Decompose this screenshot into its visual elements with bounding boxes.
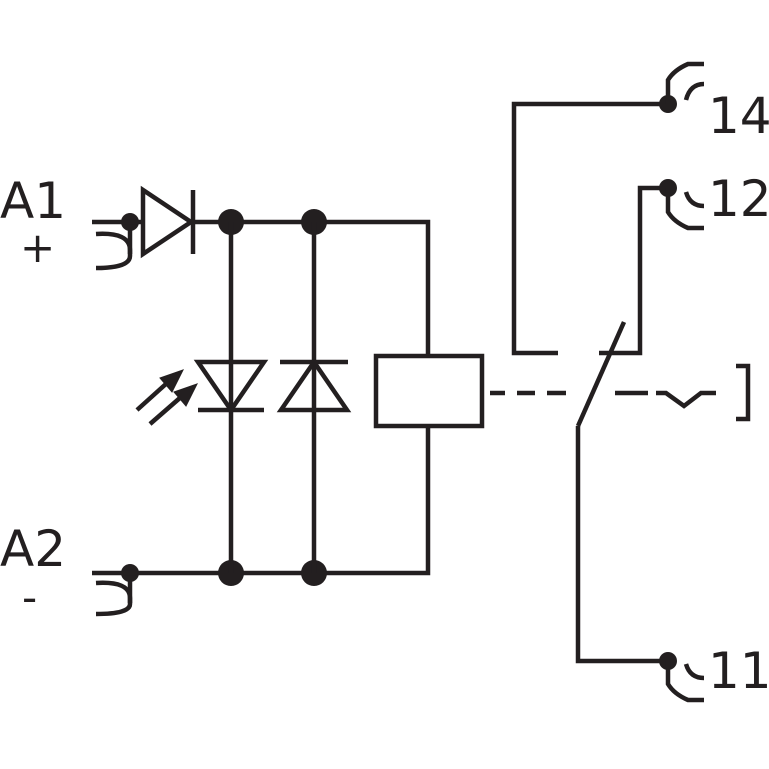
bottom-rail-wire <box>92 426 431 576</box>
terminal-14-clamp-icon <box>665 61 704 104</box>
terminal-a1: A1 + <box>0 172 139 272</box>
terminal-14: 14 <box>511 61 769 356</box>
terminal-a2: A2 - <box>0 520 139 622</box>
led-icon <box>135 359 269 426</box>
terminal-a1-polarity: + <box>20 223 55 272</box>
terminal-a2-label: A2 <box>0 520 66 578</box>
terminal-12-wire <box>599 185 668 356</box>
terminal-14-wire <box>511 101 668 356</box>
terminal-a2-polarity: - <box>22 573 37 622</box>
terminal-14-label: 14 <box>708 87 769 145</box>
terminal-a2-clamp-icon <box>95 580 133 617</box>
terminal-11: 11 <box>575 426 769 703</box>
terminal-11-clamp-icon <box>665 661 704 703</box>
terminal-11-wire <box>575 426 668 664</box>
mechanical-linkage <box>490 363 751 422</box>
relay-coil-box <box>373 353 485 429</box>
terminal-12-clamp-icon <box>665 188 704 231</box>
terminal-12: 12 <box>599 170 769 356</box>
terminal-11-label: 11 <box>708 642 769 700</box>
top-rail-wire <box>92 219 431 356</box>
changeover-contact-blade <box>575 321 627 427</box>
terminal-a1-label: A1 <box>0 172 66 230</box>
terminal-a1-clamp-icon <box>95 231 133 271</box>
freewheel-diode-icon <box>276 358 352 413</box>
terminal-12-label: 12 <box>708 170 769 228</box>
series-diode-icon <box>140 185 196 259</box>
